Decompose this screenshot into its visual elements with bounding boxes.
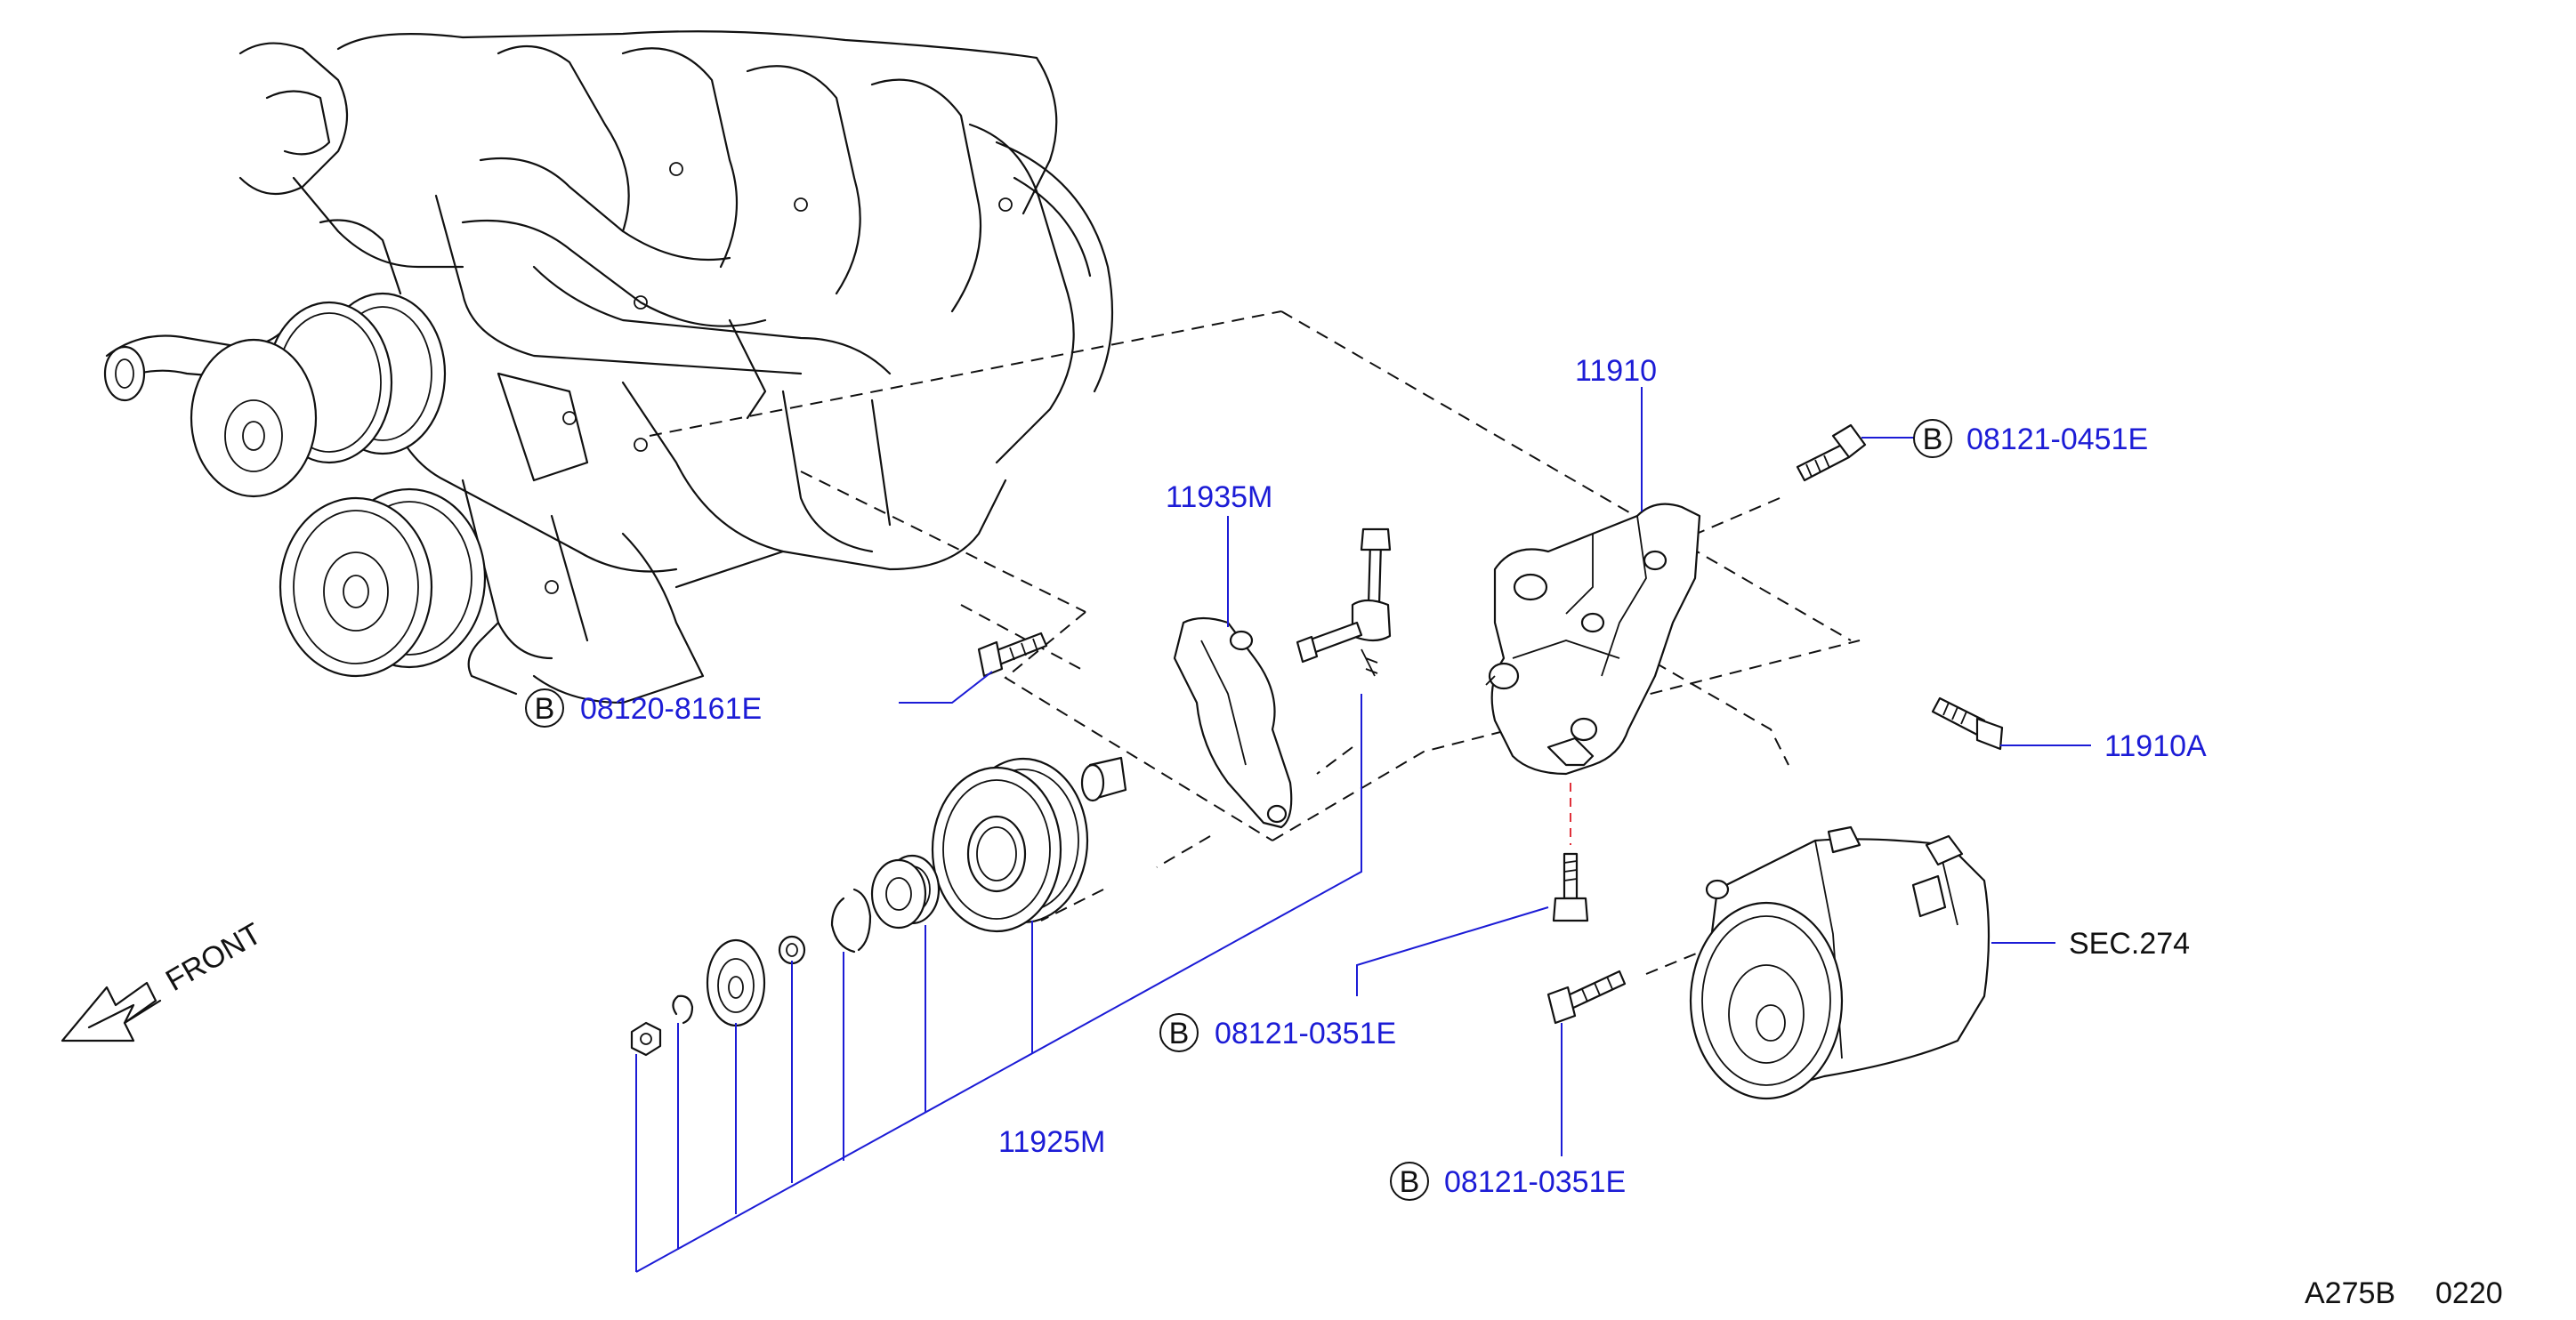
- callout-11925M[interactable]: 11925M: [998, 1125, 1105, 1159]
- compressor-bracket-11910: [1485, 503, 1701, 776]
- assembly-dashed-lines: [649, 310, 1861, 975]
- idler-pulley-assembly-11925M: [630, 756, 1127, 1057]
- bolt-08121-0351E-lower: [1546, 970, 1627, 1025]
- callout-11910[interactable]: 11910: [1575, 354, 1657, 388]
- bolt-08120-8161E: [977, 632, 1048, 678]
- callout-11935M[interactable]: 11935M: [1166, 480, 1272, 514]
- b-marker-08121-0351E-mid: B: [1159, 1013, 1199, 1052]
- bolt-08121-0451E: [1796, 423, 1867, 482]
- front-direction-arrow: FRONT: [61, 916, 267, 1042]
- ac-compressor-sec274: [1689, 825, 1991, 1100]
- callout-sec274[interactable]: SEC.274: [2069, 927, 2190, 961]
- crankshaft-pulley: [279, 487, 487, 678]
- front-label: FRONT: [160, 916, 267, 997]
- svg-text:B: B: [535, 692, 555, 726]
- svg-text:B: B: [1923, 423, 1943, 456]
- water-pump-pulley: [190, 292, 447, 498]
- callout-08120-8161E[interactable]: 08120-8161E: [580, 692, 762, 726]
- diagram-serial: 0220: [2435, 1276, 2503, 1310]
- callout-08121-0451E[interactable]: 08121-0451E: [1966, 423, 2148, 456]
- svg-text:B: B: [1169, 1017, 1190, 1050]
- callout-08121-0351E-low[interactable]: 08121-0351E: [1444, 1165, 1626, 1199]
- bolt-08121-0351E-vertical: [1552, 852, 1589, 922]
- engine-assembly: [103, 30, 1114, 704]
- callout-leader-lines: [635, 387, 2091, 1273]
- callout-11910A[interactable]: 11910A: [2104, 729, 2207, 763]
- bolt-11910A: [1931, 696, 2004, 751]
- b-marker-08120-8161E: B: [525, 688, 564, 728]
- svg-text:B: B: [1400, 1165, 1420, 1199]
- diagram-code: A275B: [2305, 1276, 2395, 1310]
- b-marker-08121-0451E: B: [1913, 419, 1952, 458]
- idler-bracket-11935M: [1173, 527, 1392, 829]
- b-marker-08121-0351E-low: B: [1390, 1162, 1429, 1201]
- callout-08121-0351E-mid[interactable]: 08121-0351E: [1215, 1017, 1396, 1050]
